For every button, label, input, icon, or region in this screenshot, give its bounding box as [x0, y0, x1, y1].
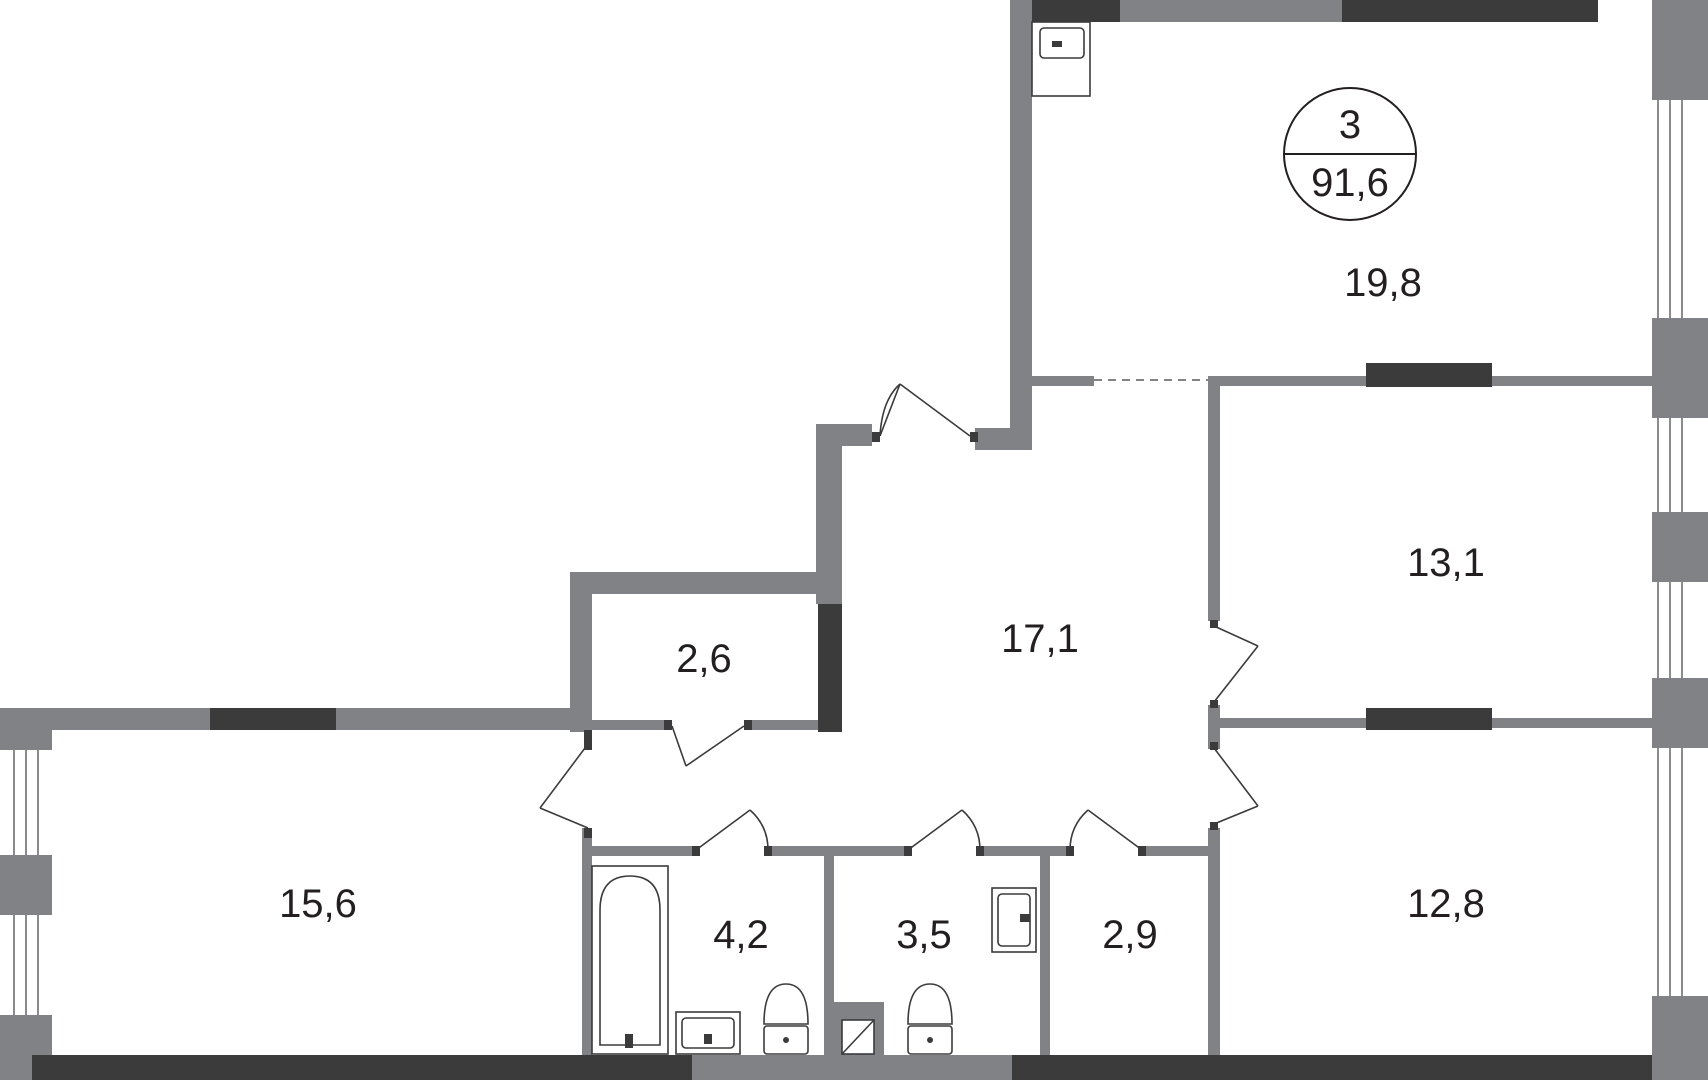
total-area: 91,6 — [1311, 161, 1389, 205]
room-labels: 19,8 13,1 17,1 2,6 15,6 4,2 3,5 2,9 12,8 — [279, 261, 1485, 957]
toilet-icon — [763, 983, 809, 1055]
apartment-badge: 3 91,6 — [1283, 87, 1417, 221]
bathtub-icon — [591, 865, 669, 1055]
area-bathroom: 4,2 — [713, 913, 769, 957]
area-room-west: 15,6 — [279, 882, 357, 926]
toilet-icon-2 — [907, 983, 953, 1055]
area-hall: 17,1 — [1001, 617, 1079, 661]
kitchen-sink-icon — [1031, 21, 1091, 97]
area-toilet: 3,5 — [896, 913, 952, 957]
bathroom-sink-icon — [675, 1011, 741, 1055]
fixtures — [591, 21, 1091, 1055]
doors — [539, 383, 1259, 856]
area-laundry: 2,9 — [1102, 913, 1158, 957]
area-room-east-lower: 12,8 — [1407, 882, 1485, 926]
toilet-room-sink-icon — [991, 887, 1037, 953]
area-room-north: 19,8 — [1344, 261, 1422, 305]
area-room-east-upper: 13,1 — [1407, 541, 1485, 585]
windows — [13, 100, 1683, 1015]
area-storage: 2,6 — [676, 637, 732, 681]
rooms-count: 3 — [1339, 103, 1361, 147]
